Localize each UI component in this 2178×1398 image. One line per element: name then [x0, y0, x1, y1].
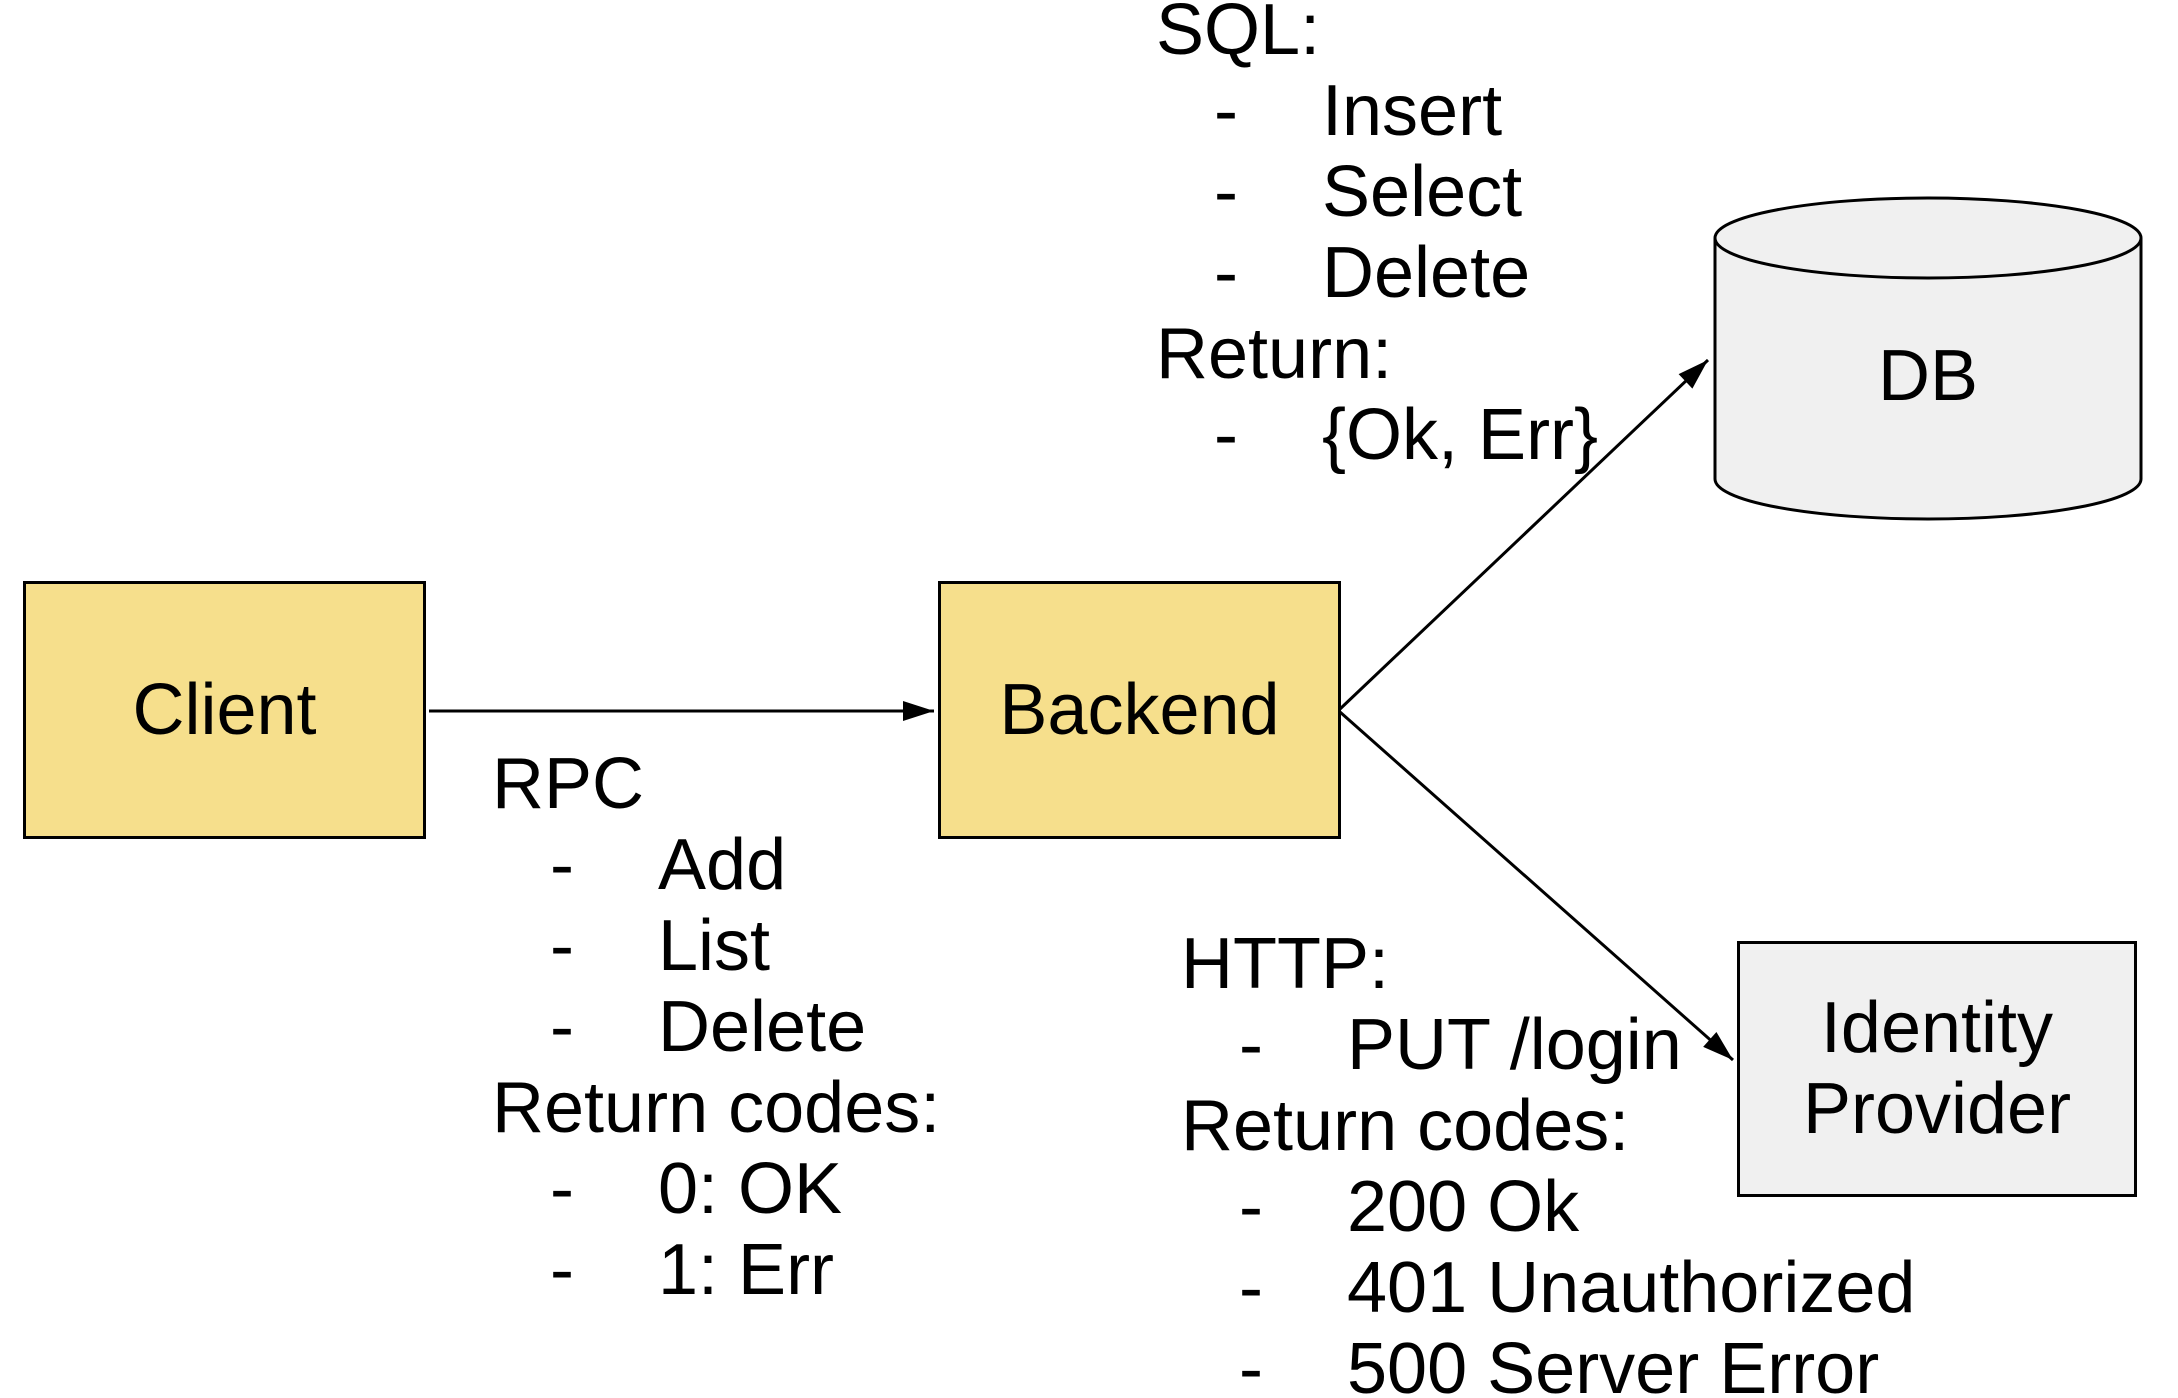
bullet-dash: - [1239, 1005, 1263, 1085]
note-line-bullet: - {Ok, Err} [1156, 395, 1598, 476]
note-text: Delete [1322, 233, 1531, 313]
bullet-dash: - [1214, 233, 1238, 313]
bullet-dash: - [550, 906, 574, 986]
sql-edge-label: SQL: - Insert - Select - Delete Return: - {O… [1156, 0, 1598, 476]
note-text: 500 Server Error [1347, 1329, 1880, 1398]
note-line-bullet: - Add [492, 825, 940, 906]
node-db: DB [1712, 194, 2144, 524]
note-line-bullet: - Insert [1156, 71, 1598, 152]
note-text: Add [658, 825, 787, 905]
bullet-dash: - [550, 825, 574, 905]
node-db-label: DB [1877, 336, 1979, 416]
bullet-dash: - [1239, 1167, 1263, 1247]
note-line-bullet: - Select [1156, 152, 1598, 233]
arrow-backend-to-db [1338, 358, 1710, 711]
node-identity-provider-label: Identity Provider [1802, 988, 2072, 1149]
node-identity-provider: Identity Provider [1737, 941, 2137, 1197]
note-line-bullet: - List [492, 906, 940, 987]
rpc-edge-label: RPC - Add - List - Delete Return codes: - 0:… [492, 744, 940, 1311]
note-text: 200 Ok [1347, 1167, 1580, 1247]
bullet-dash: - [550, 987, 574, 1067]
bullet-dash: - [1214, 71, 1238, 151]
http-edge-label: HTTP: -PUT /login Return codes: -200 Ok … [1181, 924, 1915, 1398]
note-line-bullet: - Delete [1156, 233, 1598, 314]
bullet-dash: - [1214, 395, 1238, 475]
note-line-bullet: - 1: Err [492, 1230, 940, 1311]
note-line-header: Return codes: [1181, 1086, 1630, 1166]
note-text: Select [1322, 152, 1523, 232]
note-text: 1: Err [658, 1230, 835, 1310]
note-text: Insert [1322, 71, 1503, 151]
note-line-bullet: - 401 Unauthorized [1181, 1248, 1915, 1329]
note-line-bullet: - 200 Ok [1181, 1167, 1915, 1248]
bullet-dash: - [550, 1230, 574, 1310]
bullet-dash: - [1239, 1329, 1263, 1398]
node-client: Client [23, 581, 426, 839]
note-text: Delete [658, 987, 867, 1067]
node-backend-label: Backend [999, 669, 1280, 750]
node-client-label: Client [132, 669, 317, 750]
note-line-bullet: - 0: OK [492, 1149, 940, 1230]
note-line-bullet: - 500 Server Error [1181, 1329, 1915, 1398]
note-text: List [658, 906, 771, 986]
note-line-bullet: - PUT /login [1181, 1005, 1915, 1086]
bullet-dash: - [1214, 152, 1238, 232]
note-text: PUT /login [1347, 1005, 1682, 1085]
bullet-dash: - [550, 1149, 574, 1229]
arrow-backend-to-identity-provider [1339, 710, 1734, 1062]
note-line-header: HTTP: [1181, 924, 1389, 1004]
note-text: 401 Unauthorized [1347, 1248, 1916, 1328]
note-text: {Ok, Err} [1322, 395, 1599, 475]
node-backend: Backend [938, 581, 1341, 839]
note-line-header: Return codes: [492, 1068, 941, 1148]
bullet-dash: - [1239, 1248, 1263, 1328]
db-cylinder-shape [1713, 196, 2143, 521]
note-line-header: Return: [1156, 314, 1393, 394]
note-line-bullet: - Delete [492, 987, 940, 1068]
note-text: 0: OK [658, 1149, 843, 1229]
note-line-header: RPC [492, 744, 645, 824]
note-line-header: SQL: [1156, 0, 1321, 70]
